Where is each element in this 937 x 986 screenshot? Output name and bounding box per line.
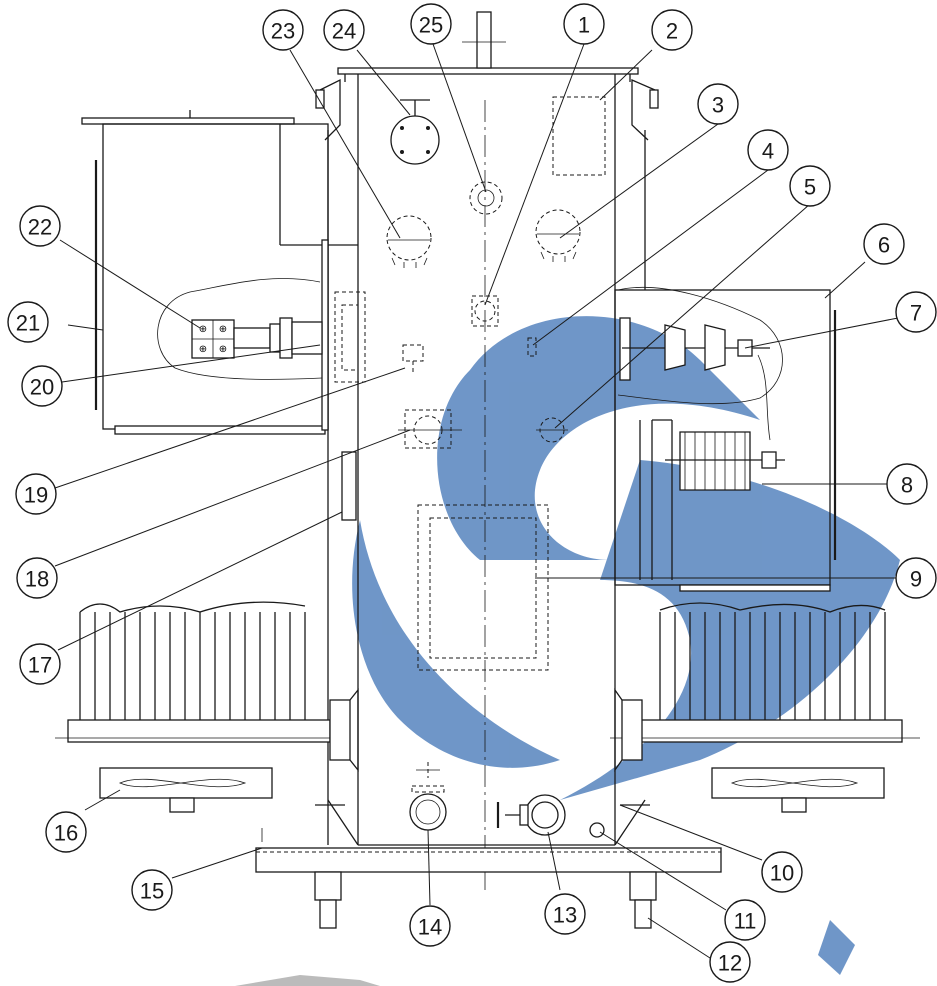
- svg-text:⊕: ⊕: [199, 344, 207, 355]
- svg-text:9: 9: [910, 567, 922, 592]
- ground-terminal-11: [589, 822, 605, 838]
- svg-text:17: 17: [28, 653, 52, 678]
- scan-artifact: [235, 975, 380, 986]
- svg-text:25: 25: [419, 13, 443, 38]
- callout-8: 8: [886, 463, 928, 505]
- callout-4: 4: [747, 129, 789, 171]
- svg-text:⊕: ⊕: [219, 344, 227, 355]
- svg-text:13: 13: [553, 903, 577, 928]
- svg-text:5: 5: [804, 175, 816, 200]
- svg-text:24: 24: [332, 19, 356, 44]
- callout-25: 25: [410, 3, 452, 45]
- callout-10: 10: [761, 851, 803, 893]
- side-connection: [334, 291, 366, 383]
- pressure-relief-valve: [390, 99, 440, 165]
- svg-text:16: 16: [54, 821, 78, 846]
- svg-text:2: 2: [666, 19, 678, 44]
- svg-text:18: 18: [25, 567, 49, 592]
- callout-23: 23: [262, 9, 304, 51]
- gauge-3: [535, 209, 581, 262]
- gauge-23: [386, 215, 432, 268]
- callout-7: 7: [895, 291, 937, 333]
- right-radiator: [610, 602, 920, 813]
- callout-20: 20: [21, 365, 63, 407]
- port-5: [536, 417, 568, 443]
- callout-24: 24: [323, 9, 365, 51]
- callout-17: 17: [19, 643, 61, 685]
- thermometer-19: [402, 344, 424, 375]
- leader-lines: [54, 43, 899, 959]
- svg-text:23: 23: [271, 19, 295, 44]
- sensor-4: [527, 337, 537, 357]
- svg-text:19: 19: [24, 483, 48, 508]
- callout-15: 15: [131, 869, 173, 911]
- callout-3: 3: [697, 83, 739, 125]
- svg-text:14: 14: [418, 915, 442, 940]
- callout-12: 12: [709, 941, 751, 983]
- callout-6: 6: [863, 223, 905, 265]
- right-cabinet: [614, 287, 837, 592]
- watermark-logo: [352, 316, 900, 975]
- port-1: [471, 295, 499, 327]
- svg-text:20: 20: [30, 375, 54, 400]
- callout-1: 1: [563, 3, 605, 45]
- callout-2: 2: [651, 9, 693, 51]
- callout-11: 11: [724, 899, 766, 941]
- svg-text:22: 22: [28, 215, 52, 240]
- svg-text:4: 4: [762, 139, 774, 164]
- svg-text:11: 11: [734, 909, 757, 934]
- base-frame: [255, 847, 722, 929]
- svg-text:12: 12: [718, 951, 742, 976]
- svg-text:3: 3: [712, 93, 724, 118]
- svg-text:⊕: ⊕: [219, 324, 227, 335]
- callout-21: 21: [7, 301, 49, 343]
- svg-text:⊕: ⊕: [199, 324, 207, 335]
- callout-22: 22: [19, 205, 61, 247]
- dashed-port-25: [469, 181, 503, 215]
- svg-text:10: 10: [770, 861, 794, 886]
- callout-14: 14: [409, 905, 451, 947]
- drain-valve-14: [409, 762, 447, 831]
- sampling-valve-13: [496, 794, 566, 836]
- svg-text:21: 21: [16, 311, 40, 336]
- callout-19: 19: [15, 473, 57, 515]
- svg-text:7: 7: [910, 301, 922, 326]
- svg-text:15: 15: [140, 879, 164, 904]
- callout-9: 9: [895, 557, 937, 599]
- svg-text:1: 1: [578, 13, 590, 38]
- left-cabinet: ⊕ ⊕ ⊕ ⊕: [81, 110, 358, 435]
- svg-text:6: 6: [878, 233, 890, 258]
- callout-16: 16: [45, 811, 87, 853]
- svg-text:8: 8: [901, 473, 913, 498]
- callout-5: 5: [789, 165, 831, 207]
- callout-13: 13: [544, 893, 586, 935]
- left-radiator: [55, 601, 359, 813]
- callout-18: 18: [16, 557, 58, 599]
